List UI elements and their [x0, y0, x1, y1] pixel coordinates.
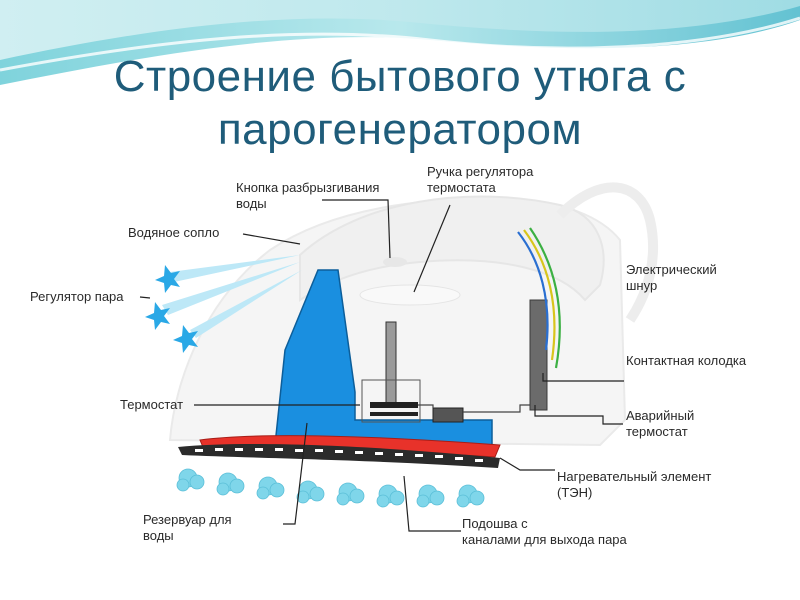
- label-power-cord: Электрический шнур: [626, 262, 717, 294]
- label-water-tank: Резервуар для воды: [143, 512, 232, 544]
- thermostat-contacts: [370, 402, 418, 408]
- label-water-nozzle: Водяное сопло: [128, 225, 219, 241]
- label-contact-block: Контактная колодка: [626, 353, 746, 369]
- emergency-thermostat-box: [433, 408, 463, 422]
- label-soleplate: Подошва с каналами для выхода пара: [462, 516, 627, 548]
- contact-block-shape: [530, 300, 547, 410]
- label-emergency-thermostat: Аварийный термостат: [626, 408, 694, 440]
- label-steam-regulator: Регулятор пара: [30, 289, 124, 305]
- label-thermostat-knob: Ручка регулятора термостата: [427, 164, 533, 196]
- thermostat-probe: [386, 322, 396, 404]
- label-thermostat: Термостат: [120, 397, 183, 413]
- steam-puffs: [177, 469, 484, 507]
- label-heating-element: Нагревательный элемент (ТЭН): [557, 469, 711, 501]
- label-spray-button: Кнопка разбрызгивания воды: [236, 180, 379, 212]
